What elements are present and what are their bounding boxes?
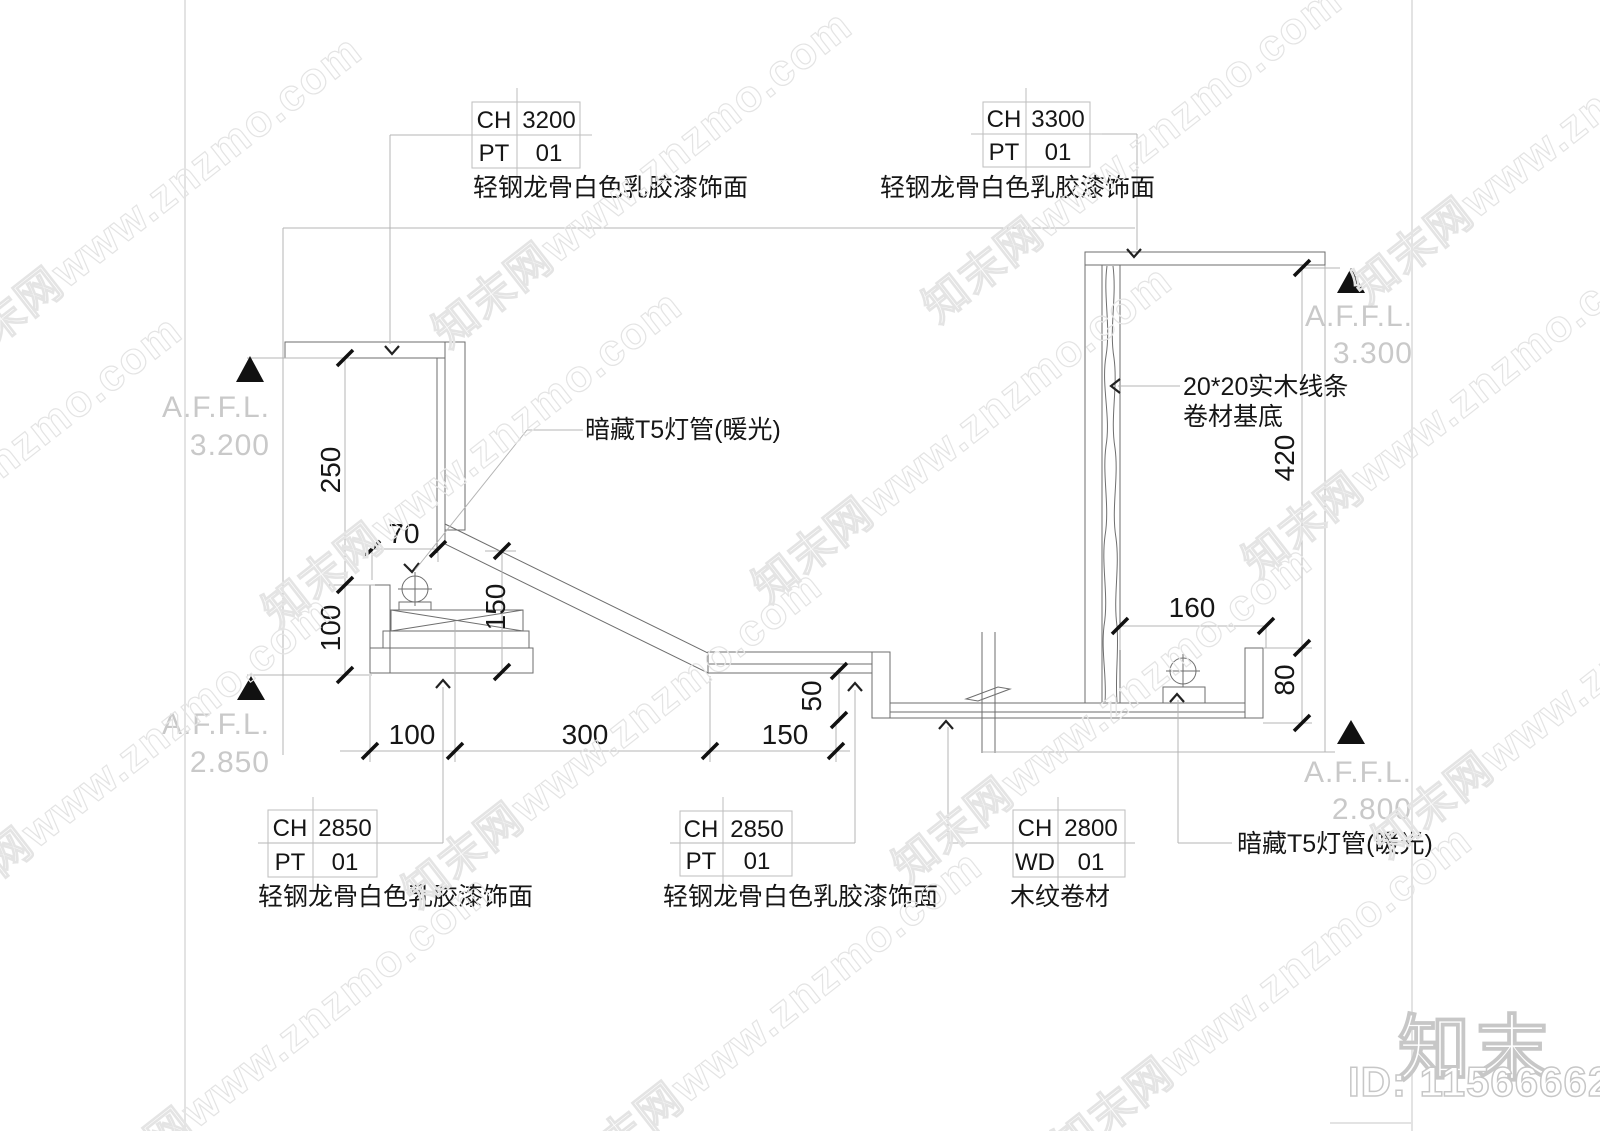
affl-value: 3.300 [1333,337,1413,370]
affl-label: A.F.F.L. [1305,300,1413,333]
callout-cell: PT [479,140,510,167]
leader-arrow-icon [403,562,420,574]
affl-value: 3.200 [190,429,270,462]
dim-160: 160 [1169,592,1216,623]
callout-note: 轻钢龙骨白色乳胶漆饰面 [880,174,1155,202]
dim-100-bottom: 100 [389,719,436,750]
callout-cell: 01 [536,140,563,167]
callout-cell: CH [1018,815,1053,842]
callout-cell: PT [275,849,306,876]
callout-cell: PT [989,139,1020,166]
callout-table-ch3300: CH 3300 PT 01 轻钢龙骨白色乳胶漆饰面 [880,88,1155,259]
t5-lamp-right-symbol [1162,654,1206,704]
annotation-text: 卷材基底 [1183,403,1283,431]
callout-note: 木纹卷材 [1010,883,1110,911]
callout-table-ch2850-mid: CH 2850 PT 01 轻钢龙骨白色乳胶漆饰面 [663,681,938,911]
leader-arrow-up-icon [1169,692,1185,703]
callout-note: 轻钢龙骨白色乳胶漆饰面 [473,174,748,202]
callout-cell: CH [477,107,512,134]
level-marker-2850: A.F.F.L. 2.850 [162,674,372,779]
callout-cell: 01 [332,849,359,876]
dim-80: 80 [1269,664,1300,695]
level-marker-2800: A.F.F.L. 2.800 [982,720,1412,826]
callout-note: 轻钢龙骨白色乳胶漆饰面 [258,883,533,911]
callout-cell: 2800 [1064,815,1117,842]
cross-braced-blocking [390,609,524,632]
callout-cell: CH [273,815,308,842]
callout-cell: 01 [744,848,771,875]
level-triangle-icon [237,676,265,700]
callout-cell: CH [987,106,1022,133]
callout-table-ch3200: CH 3200 PT 01 轻钢龙骨白色乳胶漆饰面 [384,88,748,356]
ceiling-section-right [889,251,1326,753]
annotation-lamp-right: 暗藏T5灯管(暖光) [1169,692,1433,858]
affl-value: 2.850 [190,746,270,779]
dim-420: 420 [1269,435,1300,482]
callout-cell: 2850 [318,815,371,842]
callout-cell: 01 [1078,849,1105,876]
annotation-lamp-left: 暗藏T5灯管(暖光) [403,416,781,574]
leader-arrow-up-icon [435,678,451,689]
annotation-text: 20*20实木线条 [1183,373,1348,401]
dim-150-mid: 150 [480,584,511,631]
leader-arrow-down-icon [1126,248,1142,259]
dim-300: 300 [562,719,609,750]
affl-label: A.F.F.L. [1304,756,1412,789]
annotation-text: 暗藏T5灯管(暖光) [1237,830,1433,858]
ceiling-section-left [284,341,891,719]
level-triangle-icon [236,356,264,382]
leader-arrow-up-icon [938,719,954,730]
callout-note: 轻钢龙骨白色乳胶漆饰面 [663,883,938,911]
dimension-ticks [335,258,1312,761]
dim-100-left: 100 [315,605,346,652]
hanger-connector [964,632,1012,753]
callout-cell: CH [684,816,719,843]
structure-lines [282,227,1326,755]
annotation-wood-trim: 20*20实木线条 卷材基底 [1109,373,1348,431]
dimensions: 250 100 70 150 50 100 300 150 160 80 420 [315,258,1312,762]
callout-table-ch2850-left: CH 2850 PT 01 轻钢龙骨白色乳胶漆饰面 [258,678,533,911]
affl-value: 2.800 [1332,793,1412,826]
callout-cell: 01 [1045,139,1072,166]
callout-cell: 3300 [1031,106,1084,133]
level-marker-3200: A.F.F.L. 3.200 [162,356,350,462]
level-marker-3300: A.F.F.L. 3.300 [1300,267,1413,370]
callout-cell: 2850 [730,816,783,843]
leader-arrow-up-icon [847,681,863,692]
dim-250: 250 [315,447,346,494]
level-triangle-icon [1337,720,1365,744]
dim-50: 50 [796,680,827,711]
callout-table-ch2800: CH 2800 WD 01 木纹卷材 [938,719,1135,911]
callout-cell: PT [686,848,717,875]
wood-grain-strip [1101,264,1121,704]
callout-cell: WD [1015,849,1055,876]
t5-lamp-left-symbol [398,572,432,611]
annotation-text: 暗藏T5灯管(暖光) [585,416,781,444]
affl-label: A.F.F.L. [162,708,270,741]
callout-cell: 3200 [522,107,575,134]
level-triangle-icon [1337,268,1365,293]
leader-arrow-down-icon [384,345,400,356]
leader-arrow-left-icon [1109,378,1121,394]
dim-150-bottom: 150 [762,719,809,750]
sheet-frame [184,0,1413,1131]
dim-70: 70 [388,518,419,549]
affl-label: A.F.F.L. [162,391,270,424]
